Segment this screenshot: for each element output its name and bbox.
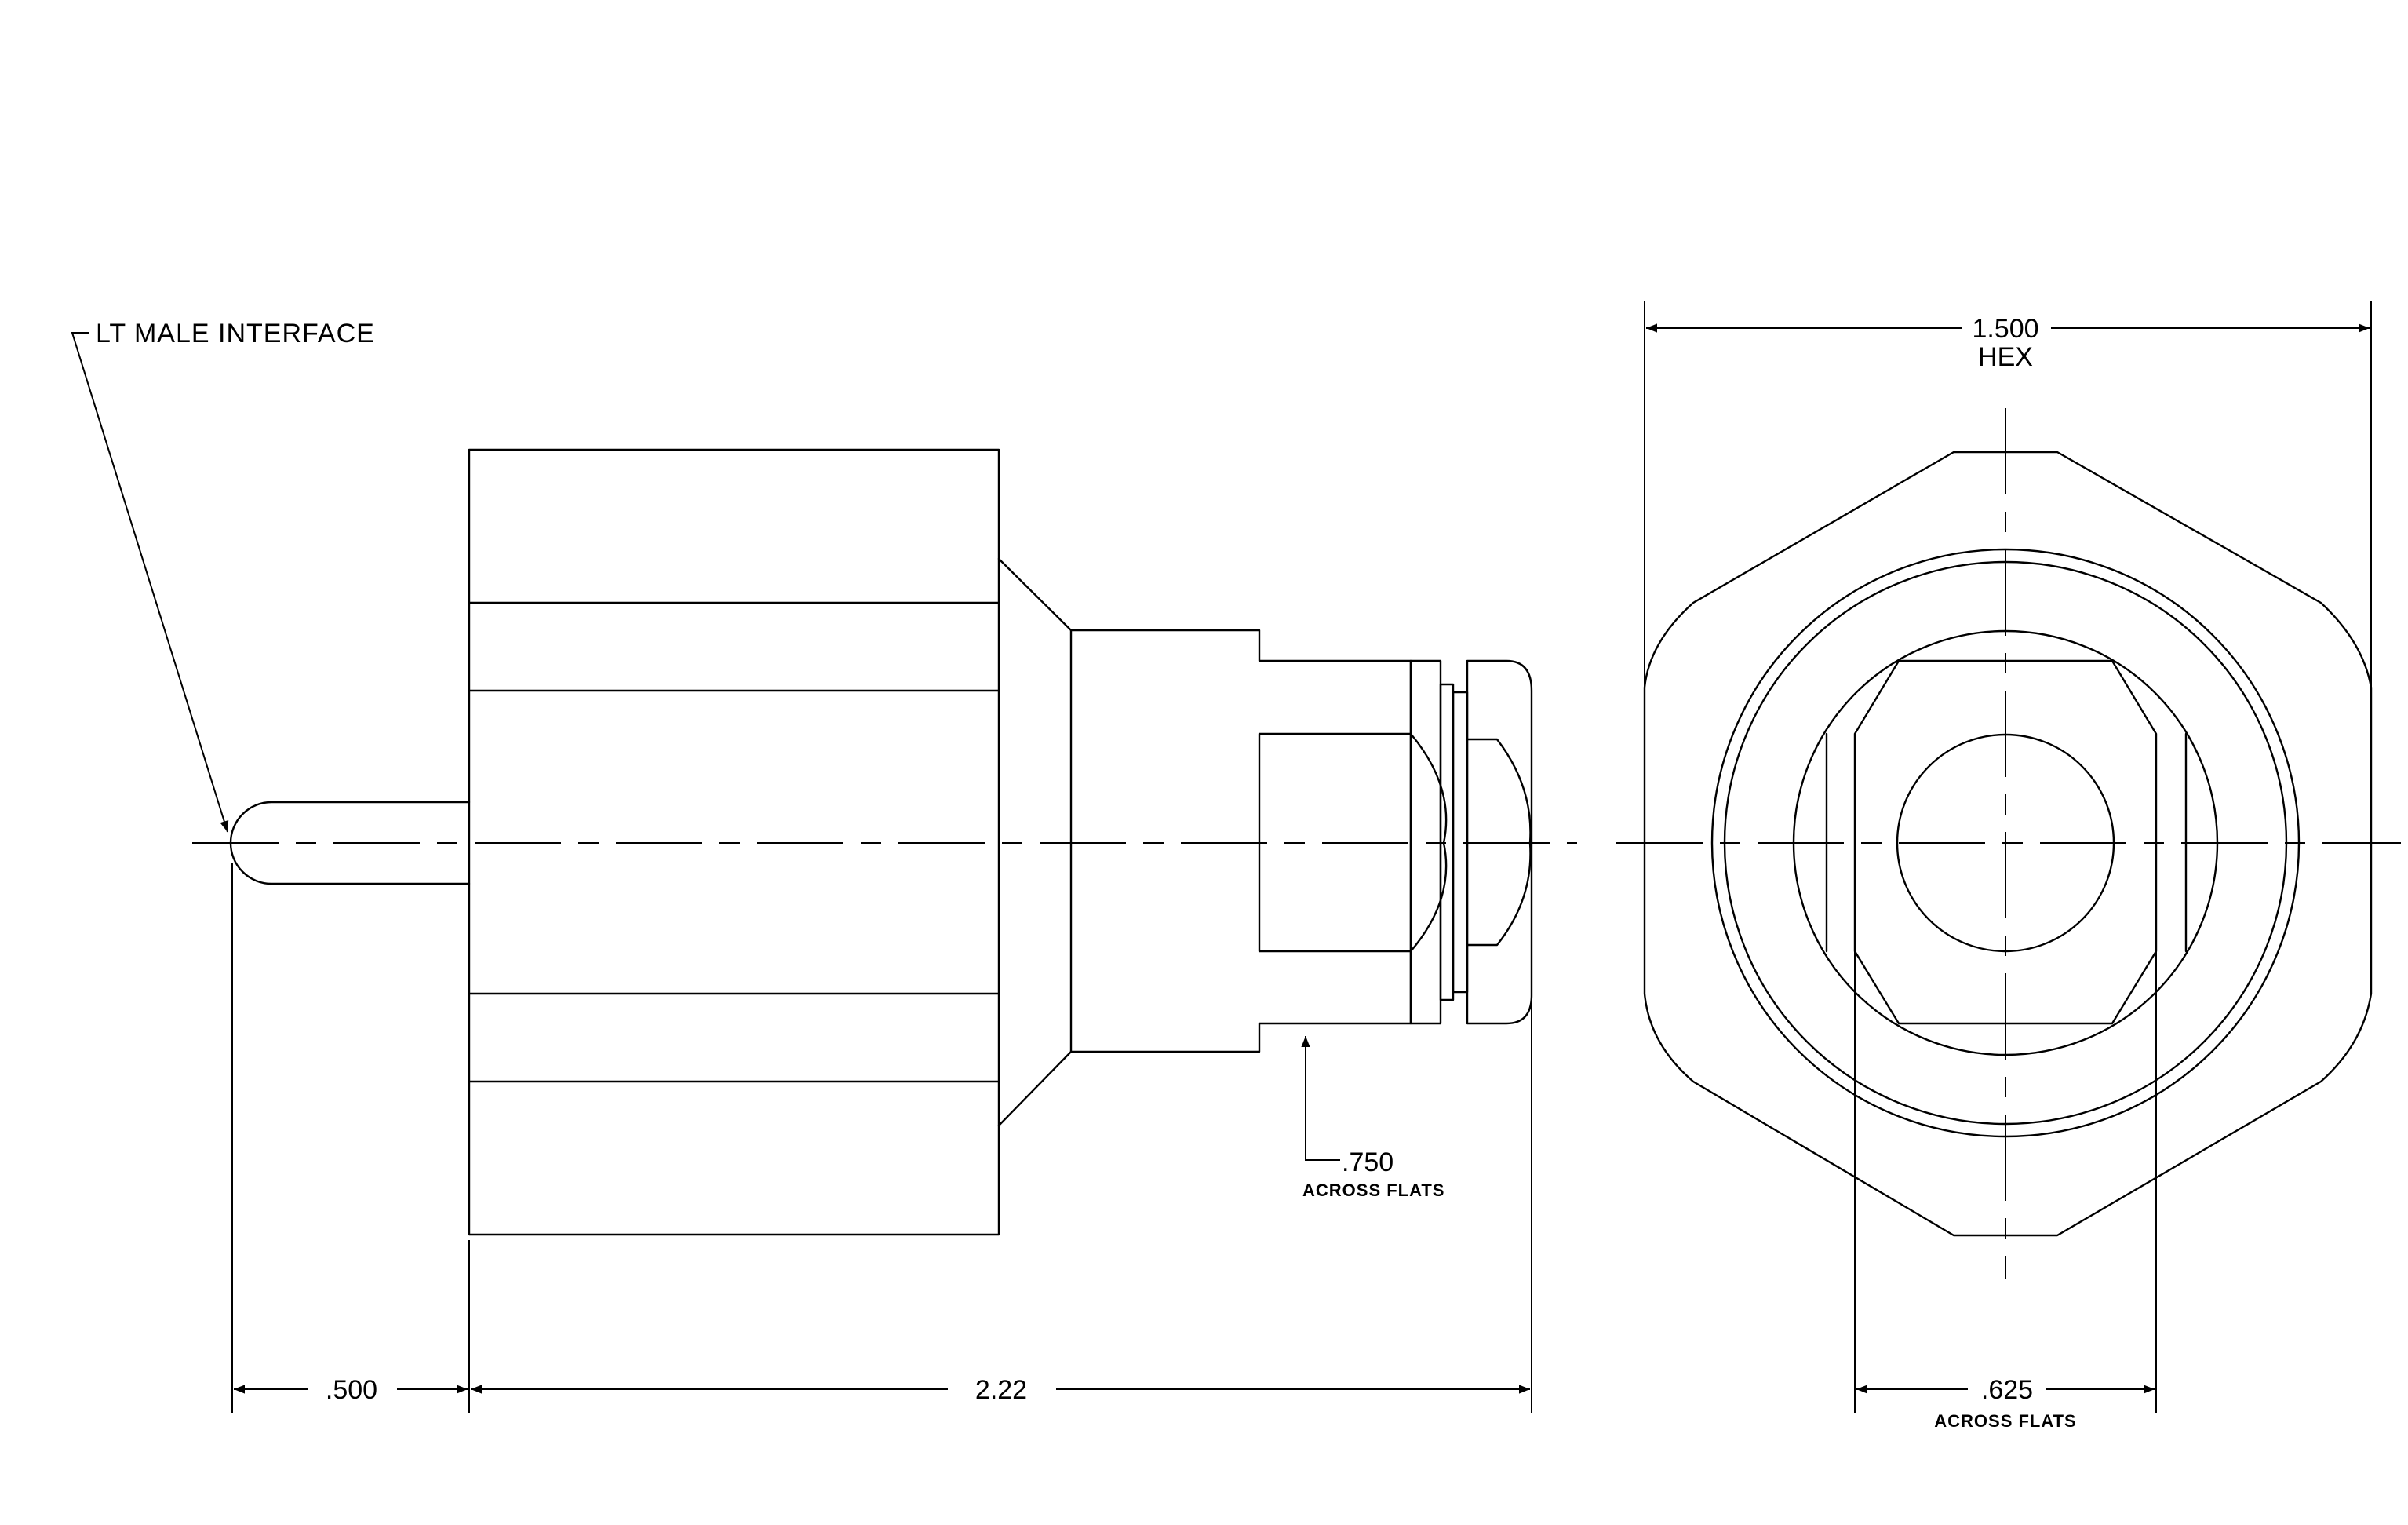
nut-hex — [1258, 732, 1412, 953]
flats-side-leader — [1301, 1036, 1340, 1161]
nut-arc — [1409, 732, 1448, 953]
pin-length-value: .500 — [326, 1375, 377, 1405]
hex-note: HEX — [1978, 342, 2033, 372]
hex-value: 1.500 — [1972, 314, 2038, 344]
side-view: LT MALE INTERFACE .750 ACROSS FLATS .500… — [71, 319, 1577, 1413]
neck-section — [1069, 629, 1412, 1053]
interface-leader — [71, 332, 229, 833]
inner-hex — [1853, 659, 2158, 1025]
interface-callout-label: LT MALE INTERFACE — [96, 319, 375, 348]
inner-ring-circle — [1723, 560, 2288, 1126]
end-cap-dome — [1466, 738, 1532, 947]
flats-side-value: .750 — [1342, 1147, 1393, 1177]
outer-circle — [1710, 548, 2301, 1138]
flats-side-note: ACROSS FLATS — [1302, 1180, 1444, 1200]
male-pin — [229, 801, 471, 885]
nut-circle — [1792, 629, 2219, 1056]
flats-end-value: .625 — [1981, 1375, 2033, 1405]
taper-section — [997, 557, 1073, 1127]
hex-body — [468, 448, 1000, 1236]
end-cap — [1466, 659, 1533, 1025]
overall-length-value: 2.22 — [975, 1375, 1027, 1405]
flats-end-note: ACROSS FLATS — [1934, 1411, 2076, 1431]
bore-circle — [1896, 733, 2115, 953]
end-view: 1.500 HEX .625 ACROSS FLATS — [1616, 301, 2401, 1431]
outer-hex — [1643, 451, 2373, 1237]
